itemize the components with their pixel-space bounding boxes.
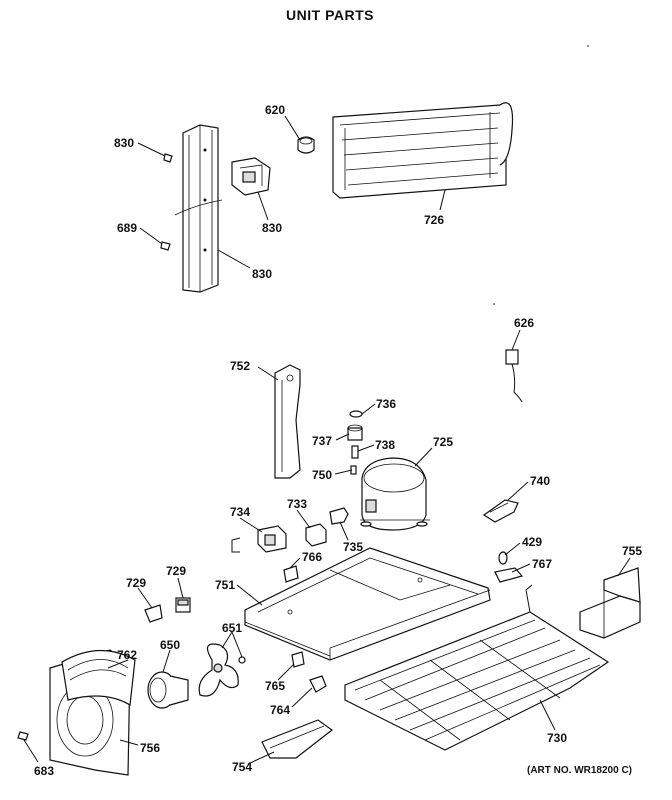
label-733: 733 (287, 497, 307, 511)
label-751: 751 (215, 578, 235, 592)
part-767-bracket (494, 567, 524, 583)
part-729-capacitor (175, 597, 191, 613)
label-730: 730 (547, 731, 567, 745)
part-620-knob (297, 136, 315, 154)
part-726-coil-assembly (332, 102, 514, 199)
label-756: 756 (140, 741, 160, 755)
part-766-clip (283, 565, 299, 583)
label-764: 764 (270, 703, 290, 717)
part-683-screw (17, 731, 29, 741)
part-725-compressor (360, 457, 430, 531)
label-736: 736 (376, 397, 396, 411)
diagram-title: UNIT PARTS (286, 7, 374, 23)
part-734-clip (231, 537, 241, 553)
part-830-channel-bracket (174, 124, 223, 293)
part-738-sleeve (351, 445, 359, 459)
part-740-tube (482, 499, 519, 523)
label-754: 754 (232, 760, 252, 774)
label-734: 734 (230, 505, 250, 519)
part-736-grommet (349, 410, 363, 418)
part-830-relay-mount (231, 157, 271, 196)
label-735: 735 (343, 540, 363, 554)
part-730-condenser (344, 584, 610, 751)
label-767: 767 (532, 557, 552, 571)
part-765-clip (291, 651, 305, 668)
part-751-base-tray (244, 547, 491, 661)
part-626-harness (505, 349, 523, 403)
label-830: 830 (114, 136, 134, 150)
label-830: 830 (252, 267, 272, 281)
label-650: 650 (160, 638, 180, 652)
label-683: 683 (34, 764, 54, 778)
label-765: 765 (265, 679, 285, 693)
label-651: 651 (222, 621, 242, 635)
part-689-screw (160, 241, 171, 251)
part-752-bracket (274, 364, 301, 479)
label-729: 729 (166, 564, 186, 578)
part-754-bracket (261, 719, 334, 759)
part-651-fan-blade (198, 643, 239, 697)
label-726: 726 (424, 213, 444, 227)
label-755: 755 (622, 544, 642, 558)
leader-lines (23, 115, 631, 765)
part-755-bracket (579, 567, 641, 639)
part-734-relay (257, 525, 287, 553)
callout-labels: 830 689 830 830 620 726 626 752 736 737 … (34, 103, 642, 778)
label-725: 725 (433, 435, 453, 449)
label-740: 740 (530, 474, 550, 488)
part-729-bracket (144, 604, 163, 623)
art-number: (ART NO. WR18200 C) (527, 765, 632, 776)
label-750: 750 (312, 468, 332, 482)
label-729: 729 (126, 576, 146, 590)
label-766: 766 (302, 550, 322, 564)
part-830-screw (163, 153, 173, 163)
part-651-nut (238, 656, 246, 664)
part-650-fan-motor (147, 671, 189, 709)
label-738: 738 (375, 438, 395, 452)
label-429: 429 (522, 535, 542, 549)
label-620: 620 (265, 103, 285, 117)
part-764-clip (309, 675, 327, 693)
label-830: 830 (262, 221, 282, 235)
label-626: 626 (514, 316, 534, 330)
label-689: 689 (117, 221, 137, 235)
part-735-clip (329, 507, 349, 525)
label-737: 737 (312, 434, 332, 448)
part-733-overload (305, 523, 327, 547)
label-762: 762 (117, 648, 137, 662)
part-737-mount (347, 424, 363, 441)
label-752: 752 (230, 359, 250, 373)
